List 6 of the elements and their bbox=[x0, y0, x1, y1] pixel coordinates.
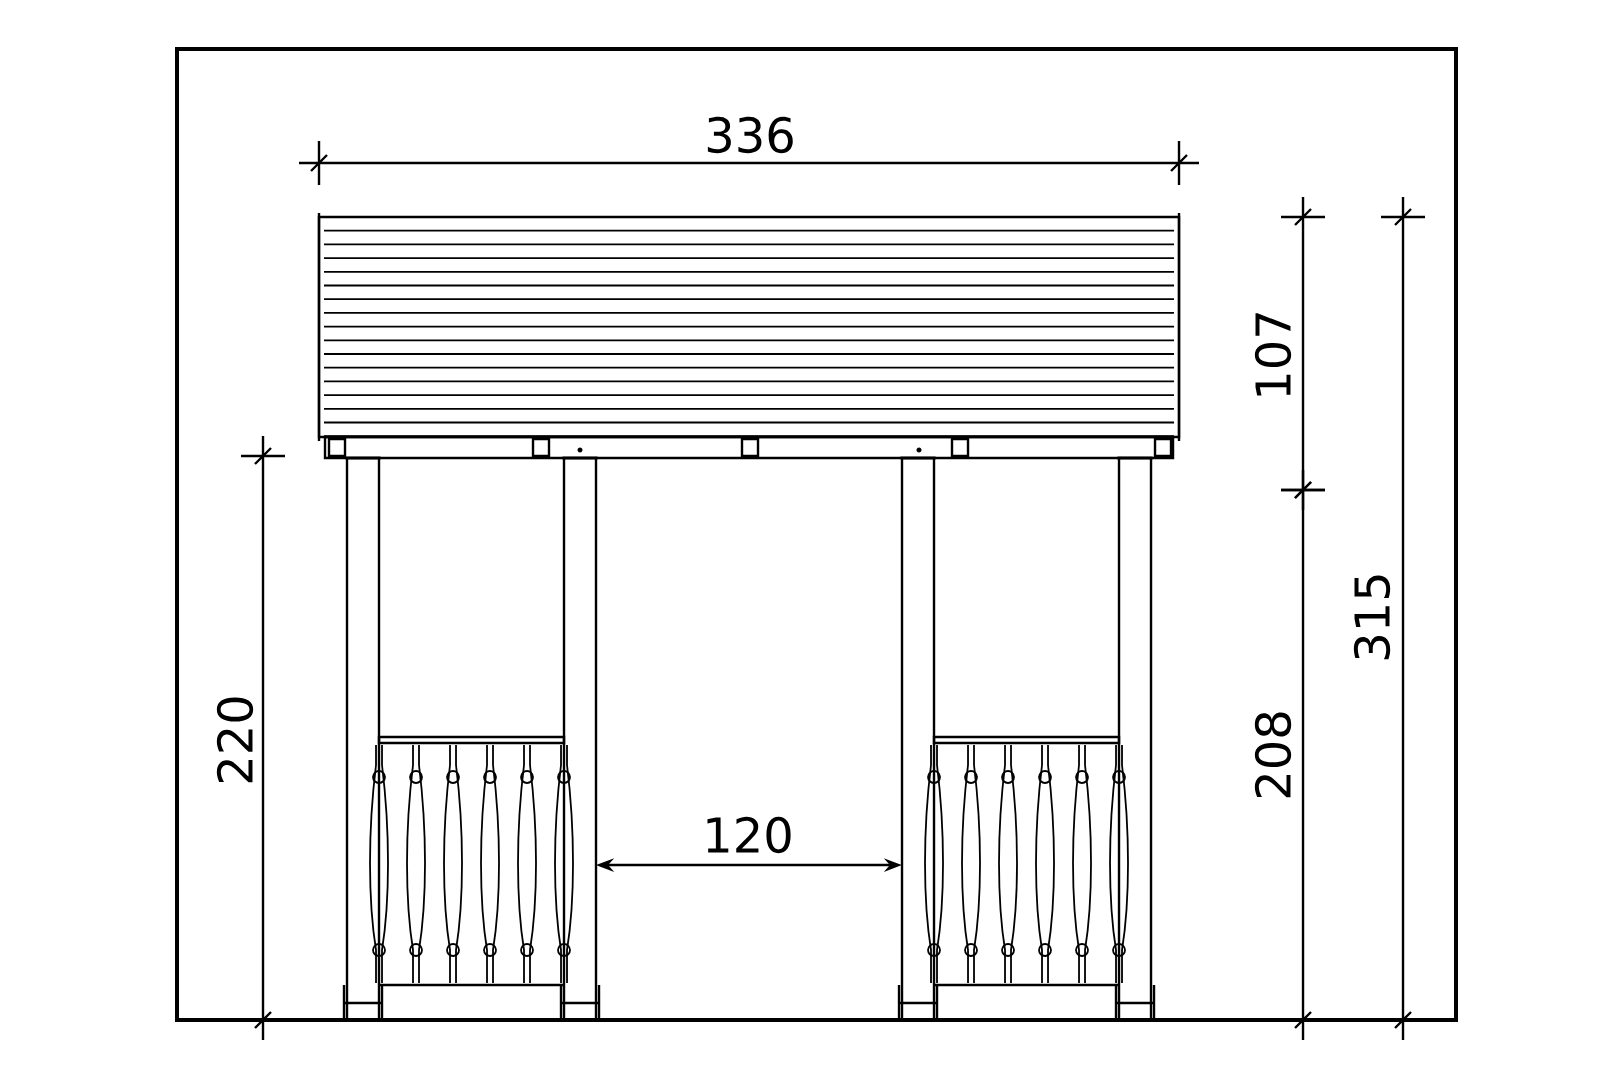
dimension-label: 220 bbox=[216, 697, 254, 783]
dimension-label: 208 bbox=[1254, 712, 1292, 798]
dimension-label: 120 bbox=[707, 816, 791, 854]
dimension-label: 315 bbox=[1353, 575, 1391, 660]
dimension-label: 336 bbox=[707, 116, 793, 154]
dimension-label: 107 bbox=[1254, 313, 1292, 396]
